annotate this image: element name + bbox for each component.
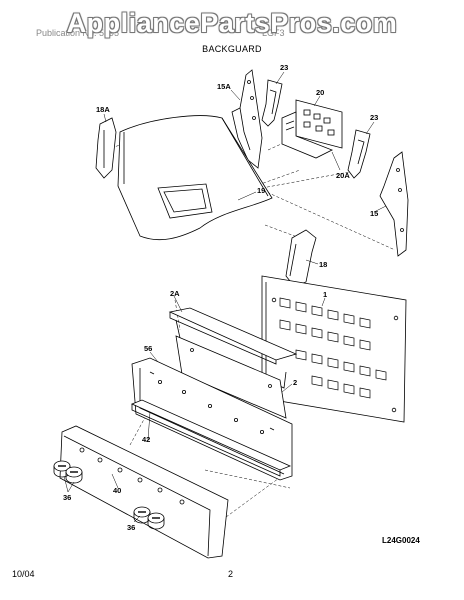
callout-36-left: 36 — [63, 493, 71, 502]
control-board-20 — [281, 99, 343, 159]
section-title: BACKGUARD — [202, 44, 262, 54]
model-number: LGF3 — [262, 28, 285, 38]
knob-36-right-group — [133, 506, 165, 530]
callout-23-lower: 23 — [370, 113, 378, 122]
callout-15a: 15A — [217, 82, 231, 91]
callout-36-right: 36 — [127, 523, 135, 532]
site-watermark: AppliancePartsPros.com — [66, 8, 398, 38]
end-cap-clip-23-upper — [261, 79, 283, 127]
callout-20: 20 — [316, 88, 324, 97]
knob-36-left-group — [53, 460, 83, 484]
knob-36-b — [65, 466, 83, 484]
footer-page-number: 2 — [228, 569, 234, 579]
callout-labels: 23 15A 20 23 18A 20A 19 15 18 1 2A 56 2 … — [63, 63, 378, 532]
knob-36-d — [147, 512, 165, 530]
callout-18: 18 — [319, 260, 327, 269]
callout-leader-lines — [63, 71, 387, 523]
callout-2a: 2A — [170, 289, 180, 298]
right-side-bracket-15 — [379, 151, 409, 257]
end-cap-clip-23-lower — [347, 129, 371, 179]
control-panel-40 — [59, 425, 229, 559]
callout-56: 56 — [144, 344, 152, 353]
right-end-cap-18 — [285, 229, 317, 287]
backguard-panel-19 — [117, 115, 273, 241]
publication-number: Publication No. 5995 — [36, 28, 120, 38]
callout-2: 2 — [293, 378, 297, 387]
rear-panel-1 — [261, 275, 407, 423]
trim-rail-42 — [130, 399, 292, 477]
callout-19: 19 — [257, 186, 265, 195]
callout-42: 42 — [142, 435, 150, 444]
callout-40: 40 — [113, 486, 121, 495]
left-end-cap-18a — [95, 117, 117, 179]
callout-23-upper: 23 — [280, 63, 288, 72]
callout-1: 1 — [323, 290, 327, 299]
drawing-code: L24G0024 — [382, 536, 420, 545]
footer-date: 10/04 — [12, 569, 35, 579]
callout-18a: 18A — [96, 105, 110, 114]
callout-15: 15 — [370, 209, 378, 218]
knob-36-c — [133, 506, 151, 524]
inner-panel-2 — [175, 335, 287, 419]
callout-20a: 20A — [336, 171, 350, 180]
